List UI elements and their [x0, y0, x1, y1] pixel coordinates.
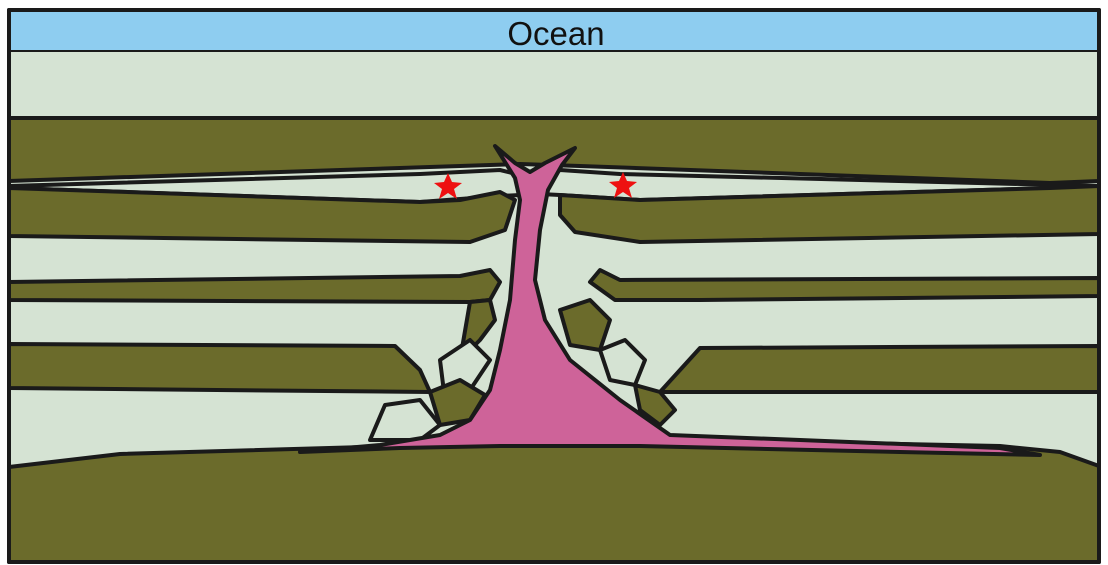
ocean-label: Ocean [507, 15, 604, 52]
dark-basement [9, 438, 1099, 562]
dark-layer-4-right [660, 346, 1099, 392]
dark-layer-4-left [9, 344, 430, 392]
